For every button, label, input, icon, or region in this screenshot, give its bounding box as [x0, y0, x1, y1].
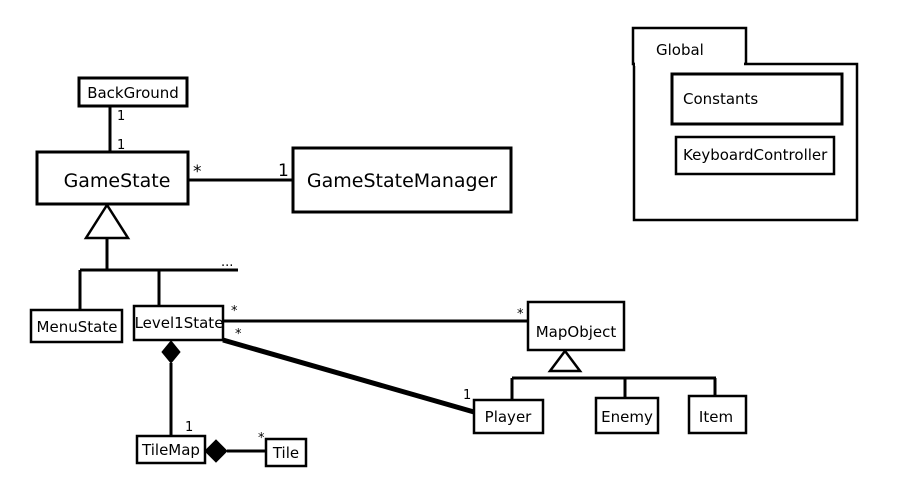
- class-tilemap[interactable]: TileMap: [135, 434, 207, 465]
- mult-gs-manager-star: *: [193, 162, 202, 182]
- class-player[interactable]: Player: [472, 398, 545, 435]
- mult-bg-bottom: 1: [117, 138, 125, 153]
- class-gamestate-label: GameState: [64, 170, 171, 192]
- mult-level-player-star: *: [235, 327, 242, 342]
- mult-gs-manager-one: 1: [278, 161, 289, 181]
- package-global-label: Global: [656, 41, 704, 59]
- class-item-label: Item: [699, 408, 733, 426]
- mult-tilemap-one: 1: [185, 420, 193, 435]
- class-gamestate[interactable]: GameState: [35, 150, 190, 206]
- generalization-arrow-gamestate: [83, 202, 131, 240]
- class-mapobject-label: MapObject: [536, 323, 617, 341]
- ellipsis-more-states: ...: [221, 255, 233, 270]
- class-level1state[interactable]: Level1State: [132, 304, 225, 342]
- class-constants[interactable]: Constants: [670, 72, 844, 126]
- class-menustate-label: MenuState: [37, 318, 118, 336]
- mult-player-one: 1: [463, 388, 471, 403]
- class-background-label: BackGround: [87, 84, 179, 102]
- mult-level-map-star: *: [231, 304, 238, 319]
- class-gamestatemanager[interactable]: GameStateManager: [291, 146, 513, 214]
- class-menustate[interactable]: MenuState: [29, 308, 124, 344]
- class-gamestatemanager-label: GameStateManager: [307, 170, 497, 192]
- mult-bg-top: 1: [117, 109, 125, 124]
- class-enemy[interactable]: Enemy: [594, 396, 660, 435]
- mult-map-level-star: *: [517, 307, 524, 322]
- generalization-arrow-mapobject: [547, 348, 583, 373]
- class-player-label: Player: [485, 408, 533, 426]
- class-tilemap-label: TileMap: [141, 441, 200, 459]
- association-level1state-player: [222, 337, 475, 415]
- class-mapobject[interactable]: MapObject: [526, 300, 626, 352]
- class-level1state-label: Level1State: [135, 314, 224, 332]
- class-keyboardcontroller-label: KeyboardController: [683, 146, 828, 164]
- class-item[interactable]: Item: [687, 394, 748, 435]
- class-background[interactable]: BackGround: [77, 76, 189, 108]
- class-constants-label: Constants: [683, 90, 758, 108]
- class-enemy-label: Enemy: [601, 408, 653, 426]
- composition-diamond-level1state: [161, 340, 181, 364]
- class-tile[interactable]: Tile: [264, 437, 308, 468]
- class-tile-label: Tile: [272, 444, 299, 462]
- composition-diamond-tilemap: [204, 439, 228, 463]
- class-keyboardcontroller[interactable]: KeyboardController: [674, 135, 836, 176]
- mult-tile-star: *: [258, 431, 265, 446]
